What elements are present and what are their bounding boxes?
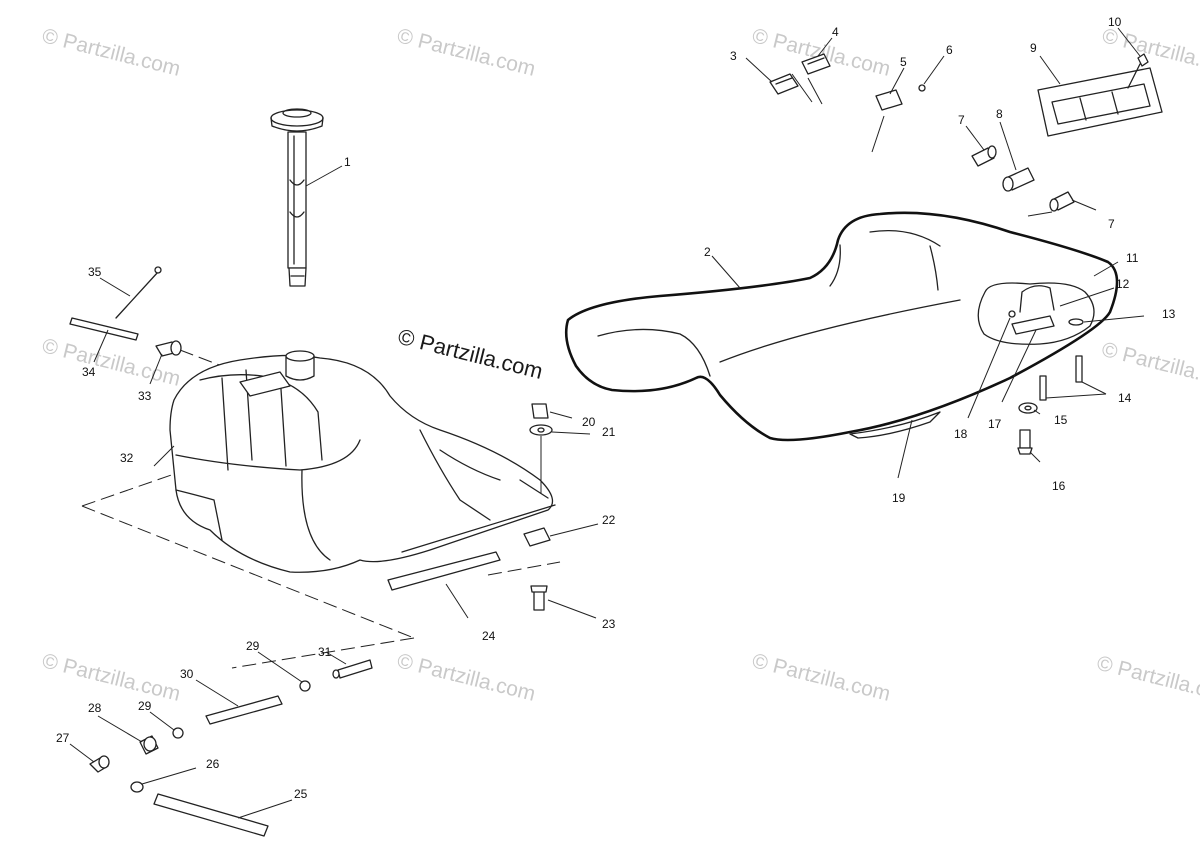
watermark-text: Partzilla.com — [61, 29, 183, 80]
callout-25: 25 — [294, 787, 308, 801]
callout-24: 24 — [482, 629, 496, 643]
fuel-line-parts — [69, 266, 373, 837]
callout-27: 27 — [56, 731, 70, 745]
svg-text:© Partzilla.com: © Partzilla.com — [1095, 652, 1200, 709]
callout-6: 6 — [946, 43, 953, 57]
callout-14: 14 — [1118, 391, 1132, 405]
seat-hardware-parts — [1017, 355, 1083, 455]
alignment-lines — [81, 349, 561, 669]
callout-labels: 1 2 3 4 5 6 7 7 8 9 10 11 12 13 14 15 16… — [56, 15, 1176, 801]
copyright-icon: © — [1099, 338, 1120, 364]
svg-text:© Partzilla.com: © Partzilla.com — [40, 334, 183, 391]
copyright-icon: © — [40, 24, 61, 50]
seat-assembly-part — [564, 211, 1119, 442]
callout-5: 5 — [900, 55, 907, 69]
callout-9: 9 — [1030, 41, 1037, 55]
copyright-icon: © — [750, 24, 771, 50]
callout-2: 2 — [704, 245, 711, 259]
callout-7: 7 — [958, 113, 965, 127]
watermark-text: Partzilla.com — [61, 654, 183, 705]
callout-17: 17 — [988, 417, 1002, 431]
fuel-tank-part — [169, 350, 556, 573]
taillight-housing-part — [1037, 53, 1163, 137]
copyright-icon: © — [40, 334, 61, 360]
callout-13: 13 — [1162, 307, 1176, 321]
copyright-icon: © — [395, 24, 416, 50]
copyright-icon: © — [396, 324, 418, 352]
svg-text:© Partzilla.com: © Partzilla.com — [396, 324, 546, 384]
watermark-text: Partzilla.com — [1115, 657, 1200, 708]
copyright-icon: © — [750, 649, 771, 675]
callout-12: 12 — [1116, 277, 1130, 291]
callout-1: 1 — [344, 155, 351, 169]
svg-text:© Partzilla.com: © Partzilla.com — [395, 649, 538, 706]
callout-28: 28 — [88, 701, 102, 715]
callout-18: 18 — [954, 427, 968, 441]
callout-29: 29 — [138, 699, 152, 713]
watermark-text: Partzilla.com — [1120, 343, 1200, 394]
callout-32: 32 — [120, 451, 134, 465]
svg-text:© Partzilla.com: © Partzilla.com — [1099, 338, 1200, 395]
callout-34: 34 — [82, 365, 96, 379]
callout-35: 35 — [88, 265, 102, 279]
light-bulb-parts — [971, 145, 1097, 217]
watermark-main-text: Partzilla.com — [417, 329, 545, 384]
callout-20: 20 — [582, 415, 596, 429]
plate-parts — [769, 53, 926, 153]
callout-16: 16 — [1052, 479, 1066, 493]
callout-11: 11 — [1126, 251, 1139, 265]
svg-text:© Partzilla.com: © Partzilla.com — [40, 649, 183, 706]
callout-7: 7 — [1108, 217, 1115, 231]
callout-21: 21 — [602, 425, 616, 439]
callout-26: 26 — [206, 757, 220, 771]
watermark-text: Partzilla.com — [771, 654, 893, 705]
callout-4: 4 — [832, 25, 839, 39]
callout-22: 22 — [602, 513, 616, 527]
callout-29: 29 — [246, 639, 260, 653]
watermark-text: Partzilla.com — [416, 654, 538, 705]
callout-23: 23 — [602, 617, 616, 631]
copyright-icon: © — [1095, 652, 1116, 678]
fuel-gauge-sender-part — [270, 108, 324, 287]
callout-19: 19 — [892, 491, 906, 505]
leader-lines — [69, 27, 1145, 819]
callout-15: 15 — [1054, 413, 1068, 427]
watermark-text: Partzilla.com — [416, 29, 538, 80]
tank-hardware-parts — [387, 403, 553, 611]
callout-8: 8 — [996, 107, 1003, 121]
callout-10: 10 — [1108, 15, 1122, 29]
svg-text:© Partzilla.com: © Partzilla.com — [750, 649, 893, 706]
callout-33: 33 — [138, 389, 152, 403]
copyright-icon: © — [395, 649, 416, 675]
svg-text:© Partzilla.com: © Partzilla.com — [395, 24, 538, 81]
callout-31: 31 — [318, 645, 332, 659]
copyright-icon: © — [40, 649, 61, 675]
callout-30: 30 — [180, 667, 194, 681]
callout-3: 3 — [730, 49, 737, 63]
svg-text:© Partzilla.com: © Partzilla.com — [40, 24, 183, 81]
